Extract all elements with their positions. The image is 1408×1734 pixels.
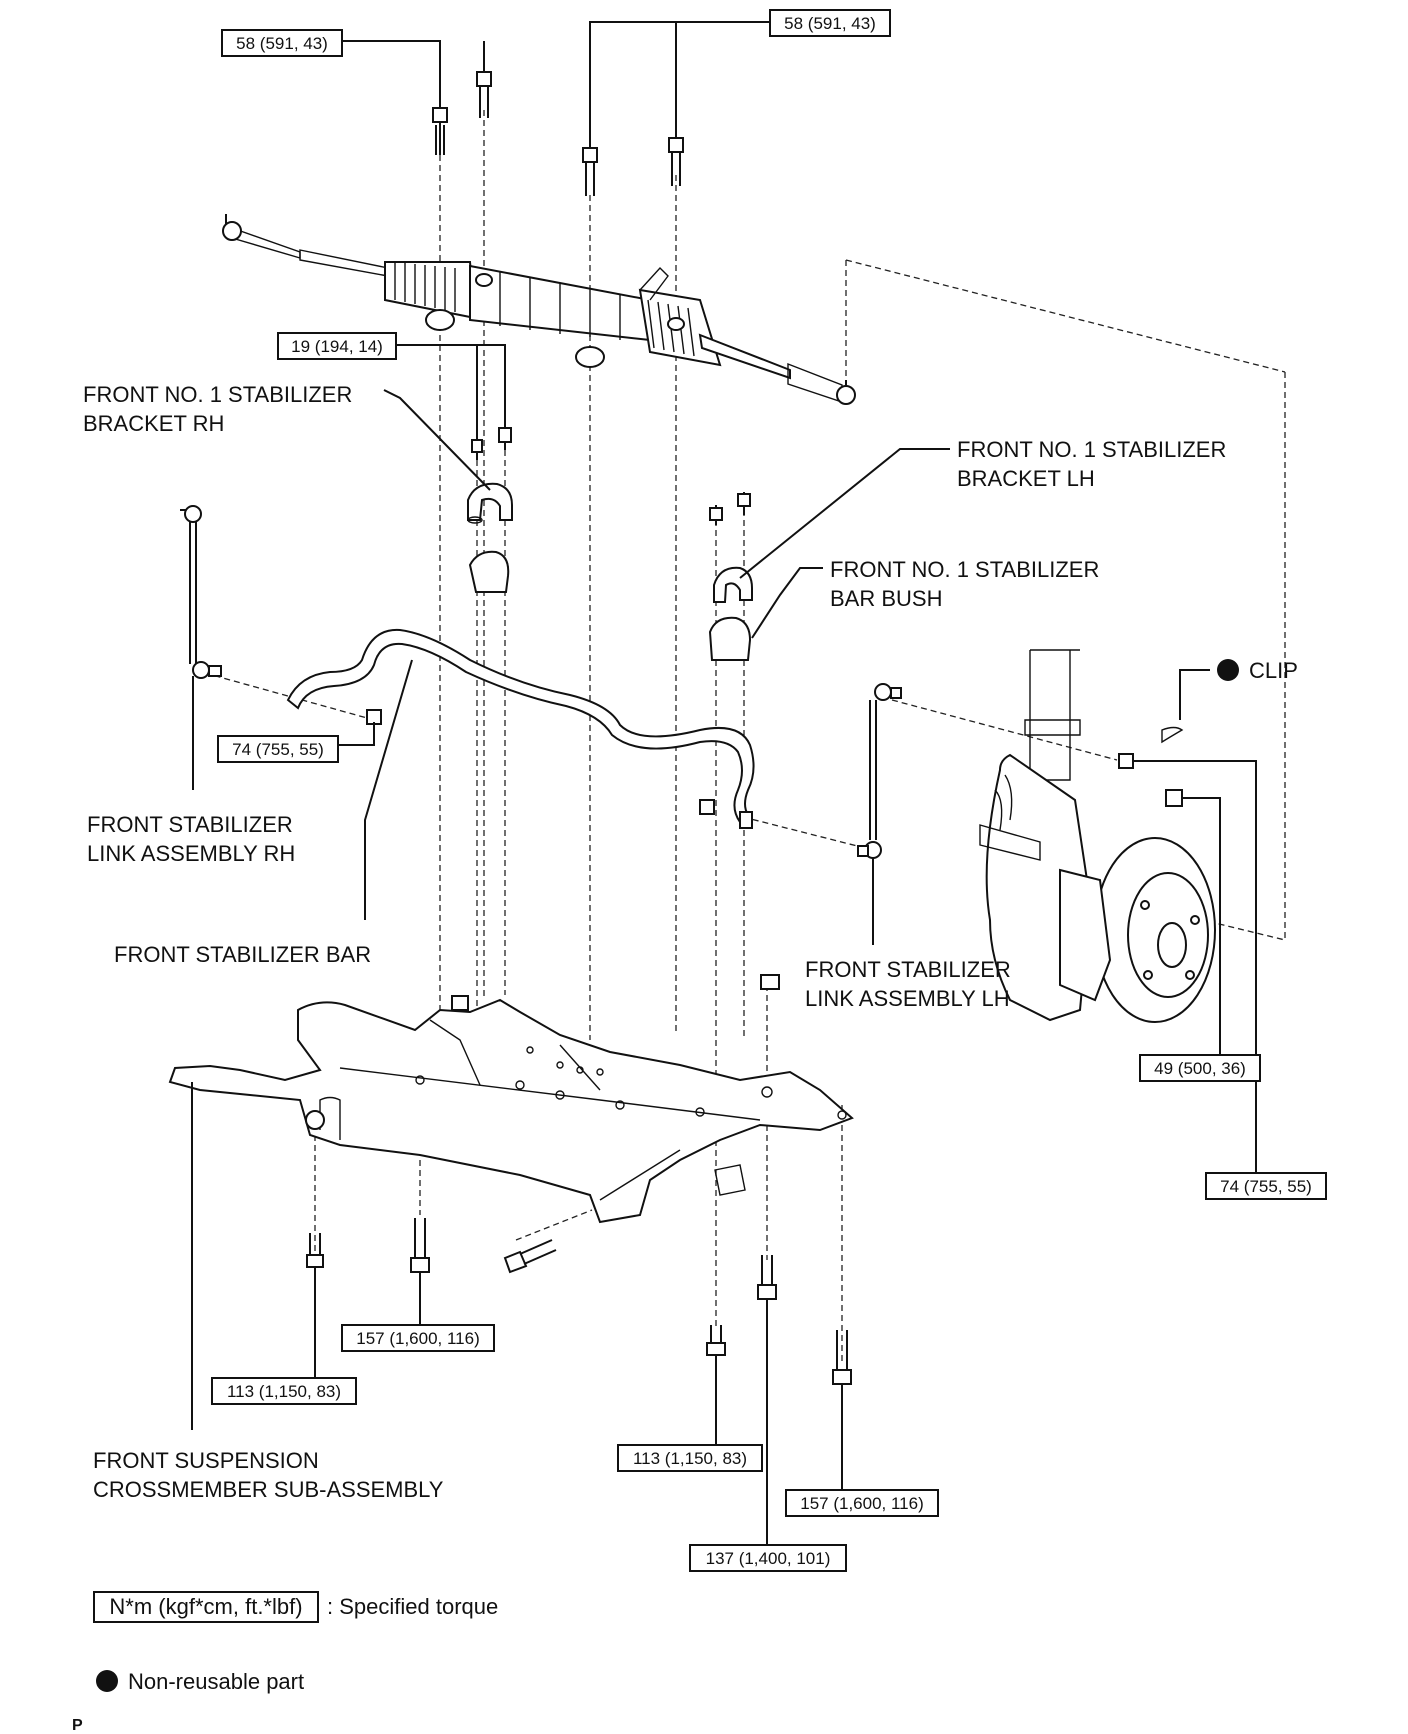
legend-torque: N*m (kgf*cm, ft.*lbf) : Specified torque	[93, 1591, 498, 1623]
label-stabilizer-bar: FRONT STABILIZER BAR	[114, 942, 371, 967]
legend-torque-text: : Specified torque	[327, 1594, 498, 1619]
label-bracket-lh-line1: FRONT NO. 1 STABILIZER	[957, 437, 1226, 462]
label-link-rh-line1: FRONT STABILIZER	[87, 812, 293, 837]
label-clip: CLIP	[1249, 658, 1298, 683]
torque-text-t7: 157 (1,600, 116)	[356, 1329, 480, 1348]
label-bar-bush-line2: BAR BUSH	[830, 586, 942, 611]
torque-text-t9: 113 (1,150, 83)	[633, 1449, 747, 1468]
torque-text-t3: 19 (194, 14)	[291, 337, 383, 356]
nut-lh-link-inner	[699, 799, 715, 815]
torque-box-t5: 49 (500, 36)	[1139, 1054, 1261, 1082]
torque-text-t5: 49 (500, 36)	[1154, 1059, 1246, 1078]
torque-box-t2: 58 (591, 43)	[769, 9, 891, 37]
label-bar-bush-line1: FRONT NO. 1 STABILIZER	[830, 557, 1099, 582]
torque-boxes: 58 (591, 43) 58 (591, 43) 19 (194, 14) 7…	[211, 9, 1327, 1572]
bolt-crossmember-front-lh	[832, 1330, 852, 1385]
clip-part	[1161, 726, 1184, 744]
torque-text-t10: 157 (1,600, 116)	[800, 1494, 924, 1513]
torque-text-t6: 74 (755, 55)	[1220, 1177, 1312, 1196]
label-crossmember-line2: CROSSMEMBER SUB-ASSEMBLY	[93, 1477, 444, 1502]
upper-bolts	[432, 71, 684, 196]
stabilizer-bracket-rh	[467, 420, 513, 593]
label-bracket-rh-line2: BRACKET RH	[83, 411, 224, 436]
footer-code: P	[72, 1717, 83, 1734]
torque-box-t7: 157 (1,600, 116)	[341, 1324, 495, 1352]
torque-box-t6: 74 (755, 55)	[1205, 1172, 1327, 1200]
nut-knuckle	[1165, 789, 1183, 807]
legend: N*m (kgf*cm, ft.*lbf) : Specified torque…	[93, 1591, 498, 1694]
nut-rh-link	[366, 709, 382, 725]
bolt-crossmember-side	[503, 1239, 557, 1274]
stabilizer-bar	[286, 628, 755, 829]
label-bracket-lh-line2: BRACKET LH	[957, 466, 1095, 491]
torque-box-t3: 19 (194, 14)	[277, 332, 397, 360]
bolt-lh-rear	[582, 147, 598, 196]
bolt-lh-front	[668, 137, 684, 186]
legend-nonreusable: Non-reusable part	[96, 1669, 304, 1694]
nonreusable-mark-legend	[96, 1670, 118, 1692]
bolt-crossmember-front-rh	[410, 1218, 430, 1273]
torque-text-t11: 137 (1,400, 101)	[706, 1549, 831, 1568]
torque-box-t1: 58 (591, 43)	[221, 29, 343, 57]
label-bracket-rh-line1: FRONT NO. 1 STABILIZER	[83, 382, 352, 407]
label-link-rh-line2: LINK ASSEMBLY RH	[87, 841, 295, 866]
torque-box-t11: 137 (1,400, 101)	[689, 1544, 847, 1572]
torque-box-t9: 113 (1,150, 83)	[617, 1444, 763, 1472]
part-labels: FRONT NO. 1 STABILIZER BRACKET RH FRONT …	[83, 382, 1298, 1502]
legend-torque-box-text: N*m (kgf*cm, ft.*lbf)	[109, 1594, 302, 1619]
leader-lines	[191, 21, 1257, 1545]
torque-text-t2: 58 (591, 43)	[784, 14, 876, 33]
steering-knuckle-assembly	[979, 649, 1216, 1023]
nut-lh-link-outer	[1118, 753, 1134, 769]
torque-text-t1: 58 (591, 43)	[236, 34, 328, 53]
label-link-lh-line1: FRONT STABILIZER	[805, 957, 1011, 982]
crossmember	[168, 995, 854, 1224]
torque-text-t8: 113 (1,150, 83)	[227, 1382, 341, 1401]
torque-box-t4: 74 (755, 55)	[217, 735, 339, 763]
stabilizer-link-lh	[699, 683, 902, 859]
legend-nonreusable-text: Non-reusable part	[128, 1669, 304, 1694]
nut-crossmember-top	[760, 974, 780, 990]
torque-box-t8: 113 (1,150, 83)	[211, 1377, 357, 1405]
label-crossmember-line1: FRONT SUSPENSION	[93, 1448, 319, 1473]
label-link-lh-line2: LINK ASSEMBLY LH	[805, 986, 1010, 1011]
torque-text-t4: 74 (755, 55)	[232, 740, 324, 759]
bolt-crossmember-rear-lh	[706, 1325, 726, 1356]
bolt-crossmember-center-lh	[757, 1255, 777, 1300]
steering-gear-assembly	[222, 214, 856, 405]
bolt-rh-rear	[432, 107, 448, 155]
nonreusable-mark-clip	[1217, 659, 1239, 681]
bolt-crossmember-rear-rh	[306, 1233, 324, 1268]
lower-bolts	[306, 974, 852, 1385]
torque-box-t10: 157 (1,600, 116)	[785, 1489, 939, 1517]
stabilizer-link-rh	[180, 505, 382, 725]
bolt-rh-front	[476, 71, 492, 118]
